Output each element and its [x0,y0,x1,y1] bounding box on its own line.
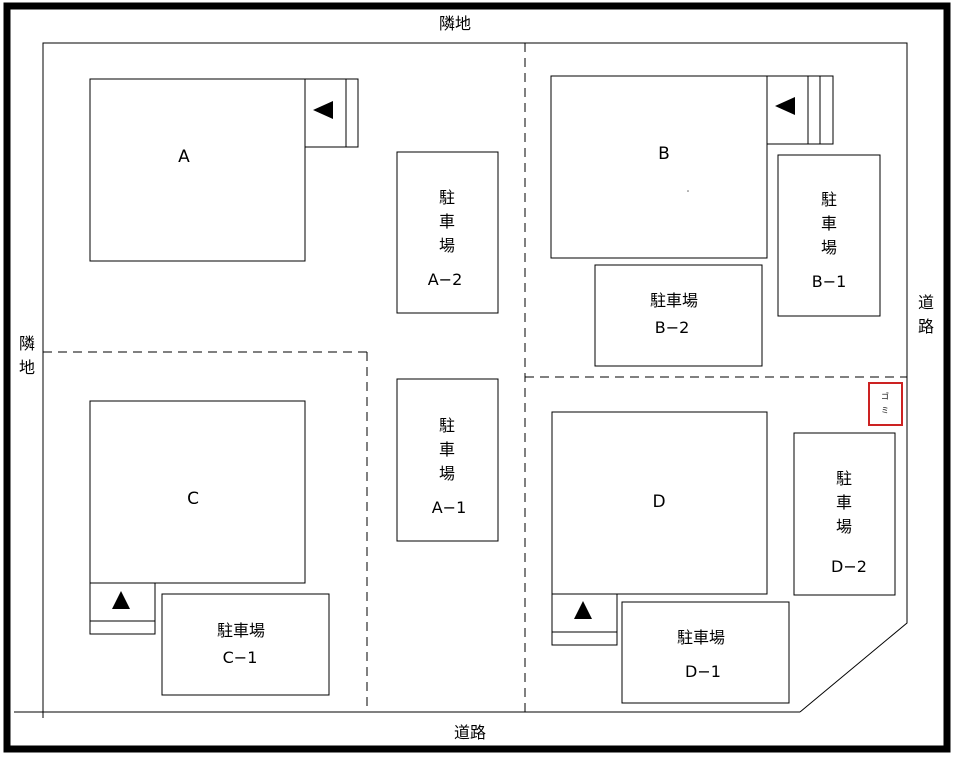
parking-b1-char-1: 駐 [821,190,837,209]
parking-d2-char-2: 車 [836,493,852,512]
house-a [89,78,306,262]
parking-d1-label: 駐車場 [677,628,725,647]
house-a-label: A [178,147,190,167]
parking-a2-code: A−2 [428,270,463,289]
parking-a2-char-1: 駐 [439,188,455,207]
road-bottom-label: 道路 [454,723,486,742]
left-triangle-icon [313,101,333,119]
parking-d1-code: D−1 [685,662,721,681]
parking-c1-label: 駐車場 [217,621,265,640]
house-d-label: D [652,492,665,512]
neighbor-left-label-2: 地 [19,358,35,377]
house-d [551,411,768,595]
property-boundary [42,42,908,718]
parking-a1-char-2: 車 [439,440,455,459]
parking-b1-code: B−1 [812,272,847,291]
house-b-label: B [658,144,670,164]
parking-c1 [161,593,330,696]
parking-a1-code: A−1 [432,498,467,517]
up-triangle-icon [574,601,592,619]
house-c [89,400,306,584]
parking-d2-code: D−2 [831,557,867,576]
road-right-label-2: 路 [918,317,934,336]
entrance-d [551,593,618,646]
parking-c1-code: C−1 [223,648,258,667]
entrance-a [304,78,359,148]
parking-a2-char-3: 場 [439,236,455,255]
parking-b1-char-2: 車 [821,214,837,233]
road-right-label-1: 道 [918,293,934,312]
parking-b2-code: B−2 [655,318,690,337]
neighbor-top-label: 隣地 [439,14,471,33]
dot-mark [687,190,689,192]
parking-b1-char-3: 場 [821,238,837,257]
parking-a1 [396,378,499,542]
lot-dividers [43,43,907,712]
parking-d2-char-1: 駐 [836,469,852,488]
parking-b2-label: 駐車場 [650,291,698,310]
parking-a2-char-2: 車 [439,212,455,231]
outer-frame [3,2,951,753]
garbage-label-2: ミ [881,406,889,415]
parking-d2-char-3: 場 [836,517,852,536]
house-c-label: C [187,489,199,509]
entrance-b [766,75,834,145]
parking-a1-char-3: 場 [439,464,455,483]
garbage-area [868,382,903,426]
parking-a1-char-1: 駐 [439,416,455,435]
neighbor-left-label-1: 隣 [19,334,35,353]
parking-a2 [396,151,499,314]
garbage-label-1: ゴ [881,391,889,401]
left-triangle-icon [775,97,795,115]
parking-d1 [621,601,790,704]
parking-d2 [793,432,896,596]
house-b [550,75,768,259]
parking-b1 [777,154,881,317]
entrance-c [89,582,156,635]
up-triangle-icon [112,591,130,609]
parking-b2 [594,264,763,367]
